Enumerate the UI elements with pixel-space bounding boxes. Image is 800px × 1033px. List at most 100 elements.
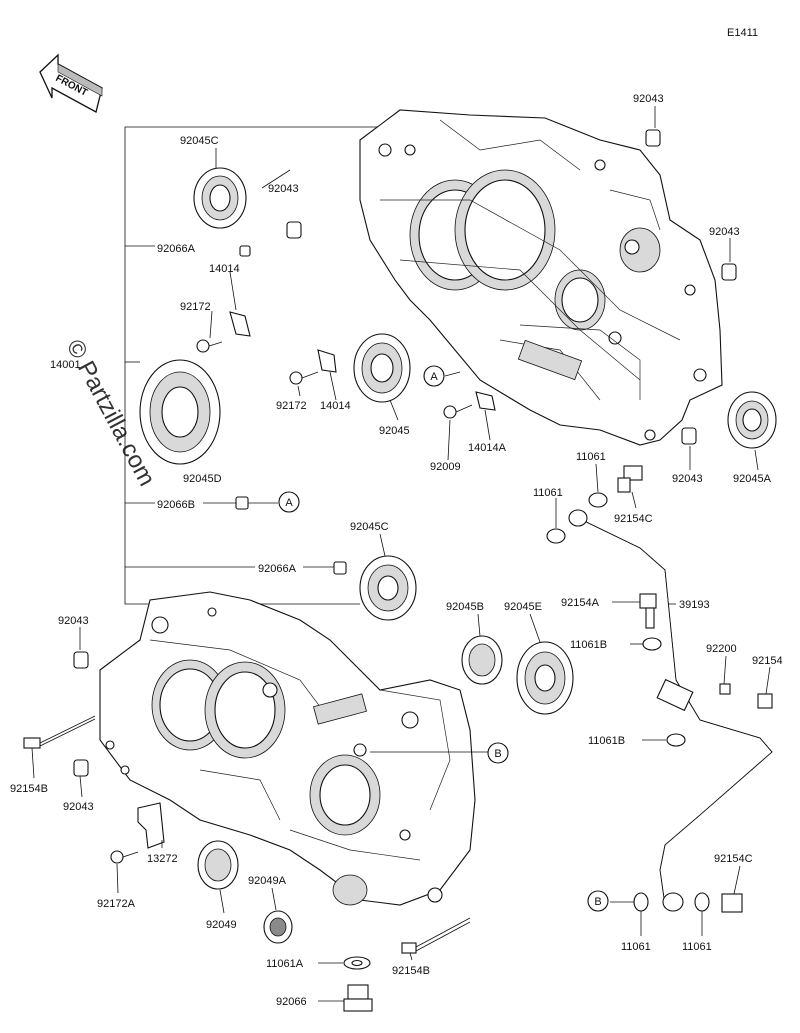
svg-text:A: A [285, 497, 293, 509]
label-92045A: 92045A [733, 473, 772, 485]
bearing-92045B [461, 635, 503, 685]
bearing-92045E [516, 641, 574, 715]
bracket-13272 [137, 802, 165, 849]
screw-92172A [110, 850, 139, 864]
label-14014A: 14014A [468, 442, 507, 454]
svg-text:A: A [430, 371, 438, 383]
plate-14014-top [229, 311, 251, 337]
svg-text:B: B [494, 748, 501, 760]
dowel-92043-left [73, 651, 89, 669]
label-92154C-top: 92154C [614, 513, 653, 525]
label-92045D: 92045D [183, 473, 222, 485]
part-labels: 92043 92045C 92043 92066A 14014 92172 14… [10, 93, 783, 1008]
dowel-92066A-mid [333, 561, 347, 575]
svg-text:B: B [594, 896, 601, 908]
washer-11061A [343, 956, 371, 970]
callout-B-pipe: B [587, 890, 609, 912]
callout-A-upper: A [423, 365, 445, 387]
bolt-92154C-bottom [721, 893, 743, 913]
bolt-92154A [639, 593, 657, 629]
label-11061-bot-a: 11061 [621, 941, 651, 953]
label-92066B: 92066B [157, 499, 195, 511]
label-11061-left: 11061 [533, 487, 563, 499]
dowel-92066B [235, 496, 249, 510]
label-92045B: 92045B [446, 601, 484, 613]
washer-11061-left [546, 528, 566, 544]
dowel-92043-right [721, 263, 737, 281]
bearing-92045D [139, 359, 221, 465]
label-92043-left-low: 92043 [63, 801, 94, 813]
label-92172A: 92172A [97, 898, 136, 910]
screw-92009 [443, 404, 473, 419]
label-14001: 14001 [50, 359, 81, 371]
plug-92066 [343, 984, 373, 1012]
clamp-92200 [719, 683, 731, 695]
label-11061B-b: 11061B [588, 735, 625, 747]
label-11061-top: 11061 [576, 451, 606, 463]
label-92043-right: 92043 [709, 226, 740, 238]
label-92066A-mid: 92066A [258, 563, 297, 575]
label-92045C-top: 92045C [180, 135, 219, 147]
washer-11061B-a [642, 637, 662, 651]
label-14014-top: 14014 [209, 263, 240, 275]
dowel-92066A-top [239, 245, 251, 257]
label-13272: 13272 [147, 853, 178, 865]
label-92045E: 92045E [504, 601, 542, 613]
screw-92172-top [196, 339, 223, 353]
label-92009: 92009 [430, 461, 461, 473]
label-11061A: 11061A [266, 958, 304, 970]
label-11061-bot-b: 11061 [682, 941, 712, 953]
bearing-92045C-mid [359, 555, 417, 621]
dowel-92043-right-low [681, 427, 697, 445]
seal-92049A [263, 910, 293, 944]
label-11061B-a: 11061B [570, 639, 607, 651]
diagram-id: E1411 [727, 27, 758, 39]
leader-lines [31, 106, 771, 1002]
label-14014-mid: 14014 [320, 400, 351, 412]
label-92049A: 92049A [248, 875, 287, 887]
label-92172-top: 92172 [180, 301, 211, 313]
oil-pipe-39193 [568, 509, 773, 912]
label-92154: 92154 [752, 655, 783, 667]
bolt-92154C-top [617, 465, 643, 493]
washer-11061B-b [666, 733, 686, 747]
label-92200: 92200 [706, 643, 737, 655]
label-92049: 92049 [206, 919, 237, 931]
callout-A-lower: A [278, 491, 300, 513]
bearing-92045C-top [193, 167, 247, 229]
bolt-92154 [757, 693, 773, 709]
dowel-92043-top [645, 129, 661, 147]
bolt-92154B-bottom [401, 917, 471, 954]
upper-crankcase-half [359, 109, 723, 446]
plate-14014-mid [317, 349, 337, 373]
label-92043-a: 92043 [268, 183, 299, 195]
label-92043-left: 92043 [58, 615, 89, 627]
label-92154B-bottom: 92154B [392, 965, 430, 977]
washer-11061-top [588, 492, 608, 508]
label-92154C-bottom: 92154C [714, 853, 753, 865]
label-92043-top: 92043 [633, 93, 664, 105]
label-92154A: 92154A [561, 597, 600, 609]
callout-B-crankcase: B [487, 742, 509, 764]
label-92045: 92045 [379, 425, 410, 437]
bearing-92045A [727, 391, 777, 449]
seal-92049 [197, 840, 239, 890]
label-92043-right-low: 92043 [672, 473, 703, 485]
front-arrow-icon: FRONT [39, 53, 103, 113]
dowel-92043-left-low [73, 759, 89, 777]
dowel-92043-a [286, 221, 302, 239]
lower-crankcase-half [99, 591, 476, 906]
plate-14014A [475, 391, 496, 411]
bearing-92045 [353, 333, 411, 403]
label-92066A-top: 92066A [157, 243, 196, 255]
label-92045C-mid: 92045C [350, 521, 389, 533]
label-39193: 39193 [679, 599, 710, 611]
label-92066: 92066 [276, 996, 307, 1008]
washer-11061-bot-a [633, 892, 649, 912]
label-92154B-left: 92154B [10, 783, 48, 795]
bolt-92154B-left [23, 715, 96, 749]
screw-92172-mid [289, 371, 319, 385]
washer-11061-bot-b [694, 892, 710, 912]
label-92172-mid: 92172 [276, 400, 307, 412]
